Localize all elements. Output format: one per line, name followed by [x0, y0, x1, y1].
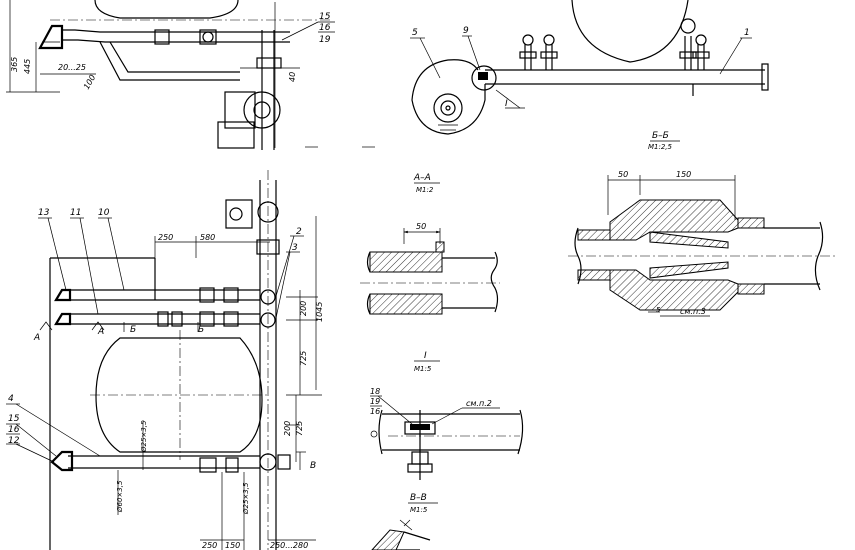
callout-9: 9	[463, 26, 469, 36]
dim-250-top: 250	[158, 233, 173, 242]
dim-100: 100	[82, 73, 97, 91]
detail-i-note: см.п.2	[466, 399, 492, 408]
section-mark-a-right: А	[97, 327, 104, 337]
section-aa-dim: 50	[416, 222, 426, 231]
detail-i-scale: М1:5	[414, 365, 432, 373]
dim-200-lower: 200	[283, 421, 292, 436]
detail-i-callout-16: 16	[370, 407, 380, 416]
section-v-v: В–В М1:5	[371, 493, 438, 550]
callout-16: 16	[319, 23, 331, 33]
section-mark-b-left: Б	[130, 325, 136, 335]
callout-3: 3	[292, 243, 298, 253]
dim-40: 40	[288, 72, 297, 82]
callout-12: 12	[8, 436, 20, 446]
callout-11: 11	[70, 208, 81, 218]
top-right-view: I 5 9 1	[410, 0, 769, 135]
dim-200-upper: 200	[299, 301, 308, 316]
dim-250-280: 250...280	[270, 541, 308, 550]
dim-725-upper: 725	[299, 351, 308, 366]
section-aa-title: А–А	[413, 173, 431, 183]
detail-i-callout-19: 19	[370, 397, 380, 406]
section-bb-title: Б–Б	[652, 131, 669, 141]
detail-i: I М1:5 18 19 16 см.п.2	[370, 351, 524, 480]
valve-1	[519, 34, 537, 70]
section-mark-v: В	[310, 461, 316, 471]
section-bb-ref: 5	[656, 306, 661, 314]
callout-4: 4	[8, 394, 14, 404]
dim-445: 445	[23, 59, 32, 74]
section-bb-scale: М1:2,5	[648, 143, 673, 151]
section-mark-b-right: Б	[198, 325, 204, 335]
callout-5: 5	[412, 28, 418, 38]
valve-2	[540, 34, 558, 70]
valve-3	[679, 18, 697, 70]
section-mark-i: I	[505, 99, 508, 109]
top-left-view: 365 445 20...25 100 40 15 16 19	[6, 0, 375, 150]
detail-i-title: I	[424, 351, 427, 361]
section-vv-title: В–В	[410, 493, 427, 503]
callout-13: 13	[38, 208, 50, 218]
callout-2: 2	[296, 227, 302, 237]
section-bb-note: см.п.3	[680, 307, 706, 316]
dim-250-bottom: 250	[202, 541, 217, 550]
section-b-b: Б–Б М1:2,5 50 150 5 см.п.3	[568, 131, 835, 317]
dim-365: 365	[10, 57, 19, 72]
section-a-a: А–А М1:2 50	[360, 173, 500, 315]
dim-20-25: 20...25	[58, 63, 86, 72]
main-view: А А Б Б В 250 580 200 1045 725 200 725	[6, 170, 324, 550]
detail-i-callout-18: 18	[370, 387, 380, 396]
callout-19: 19	[319, 35, 331, 45]
valve-4	[692, 34, 710, 70]
dim-150-bottom: 150	[225, 541, 240, 550]
dim-1045: 1045	[315, 302, 324, 322]
callout-10: 10	[98, 208, 110, 218]
callout-1: 1	[744, 28, 750, 38]
section-aa-scale: М1:2	[416, 186, 434, 194]
section-bb-dim-150: 150	[676, 170, 691, 179]
section-mark-a-left: А	[33, 333, 40, 343]
dim-580: 580	[200, 233, 215, 242]
callout-15-main: 15	[8, 414, 20, 424]
diameter-label-3: Ø25×3,5	[242, 482, 250, 515]
diameter-label-2: Ø60×3,5	[116, 480, 124, 513]
dim-725-lower: 725	[295, 421, 304, 436]
callout-16-main: 16	[8, 425, 20, 435]
section-bb-dim-50: 50	[618, 170, 628, 179]
callout-15: 15	[319, 12, 331, 22]
diameter-label-1: Ø25×3,5	[140, 420, 148, 453]
section-vv-scale: М1:5	[410, 506, 428, 514]
